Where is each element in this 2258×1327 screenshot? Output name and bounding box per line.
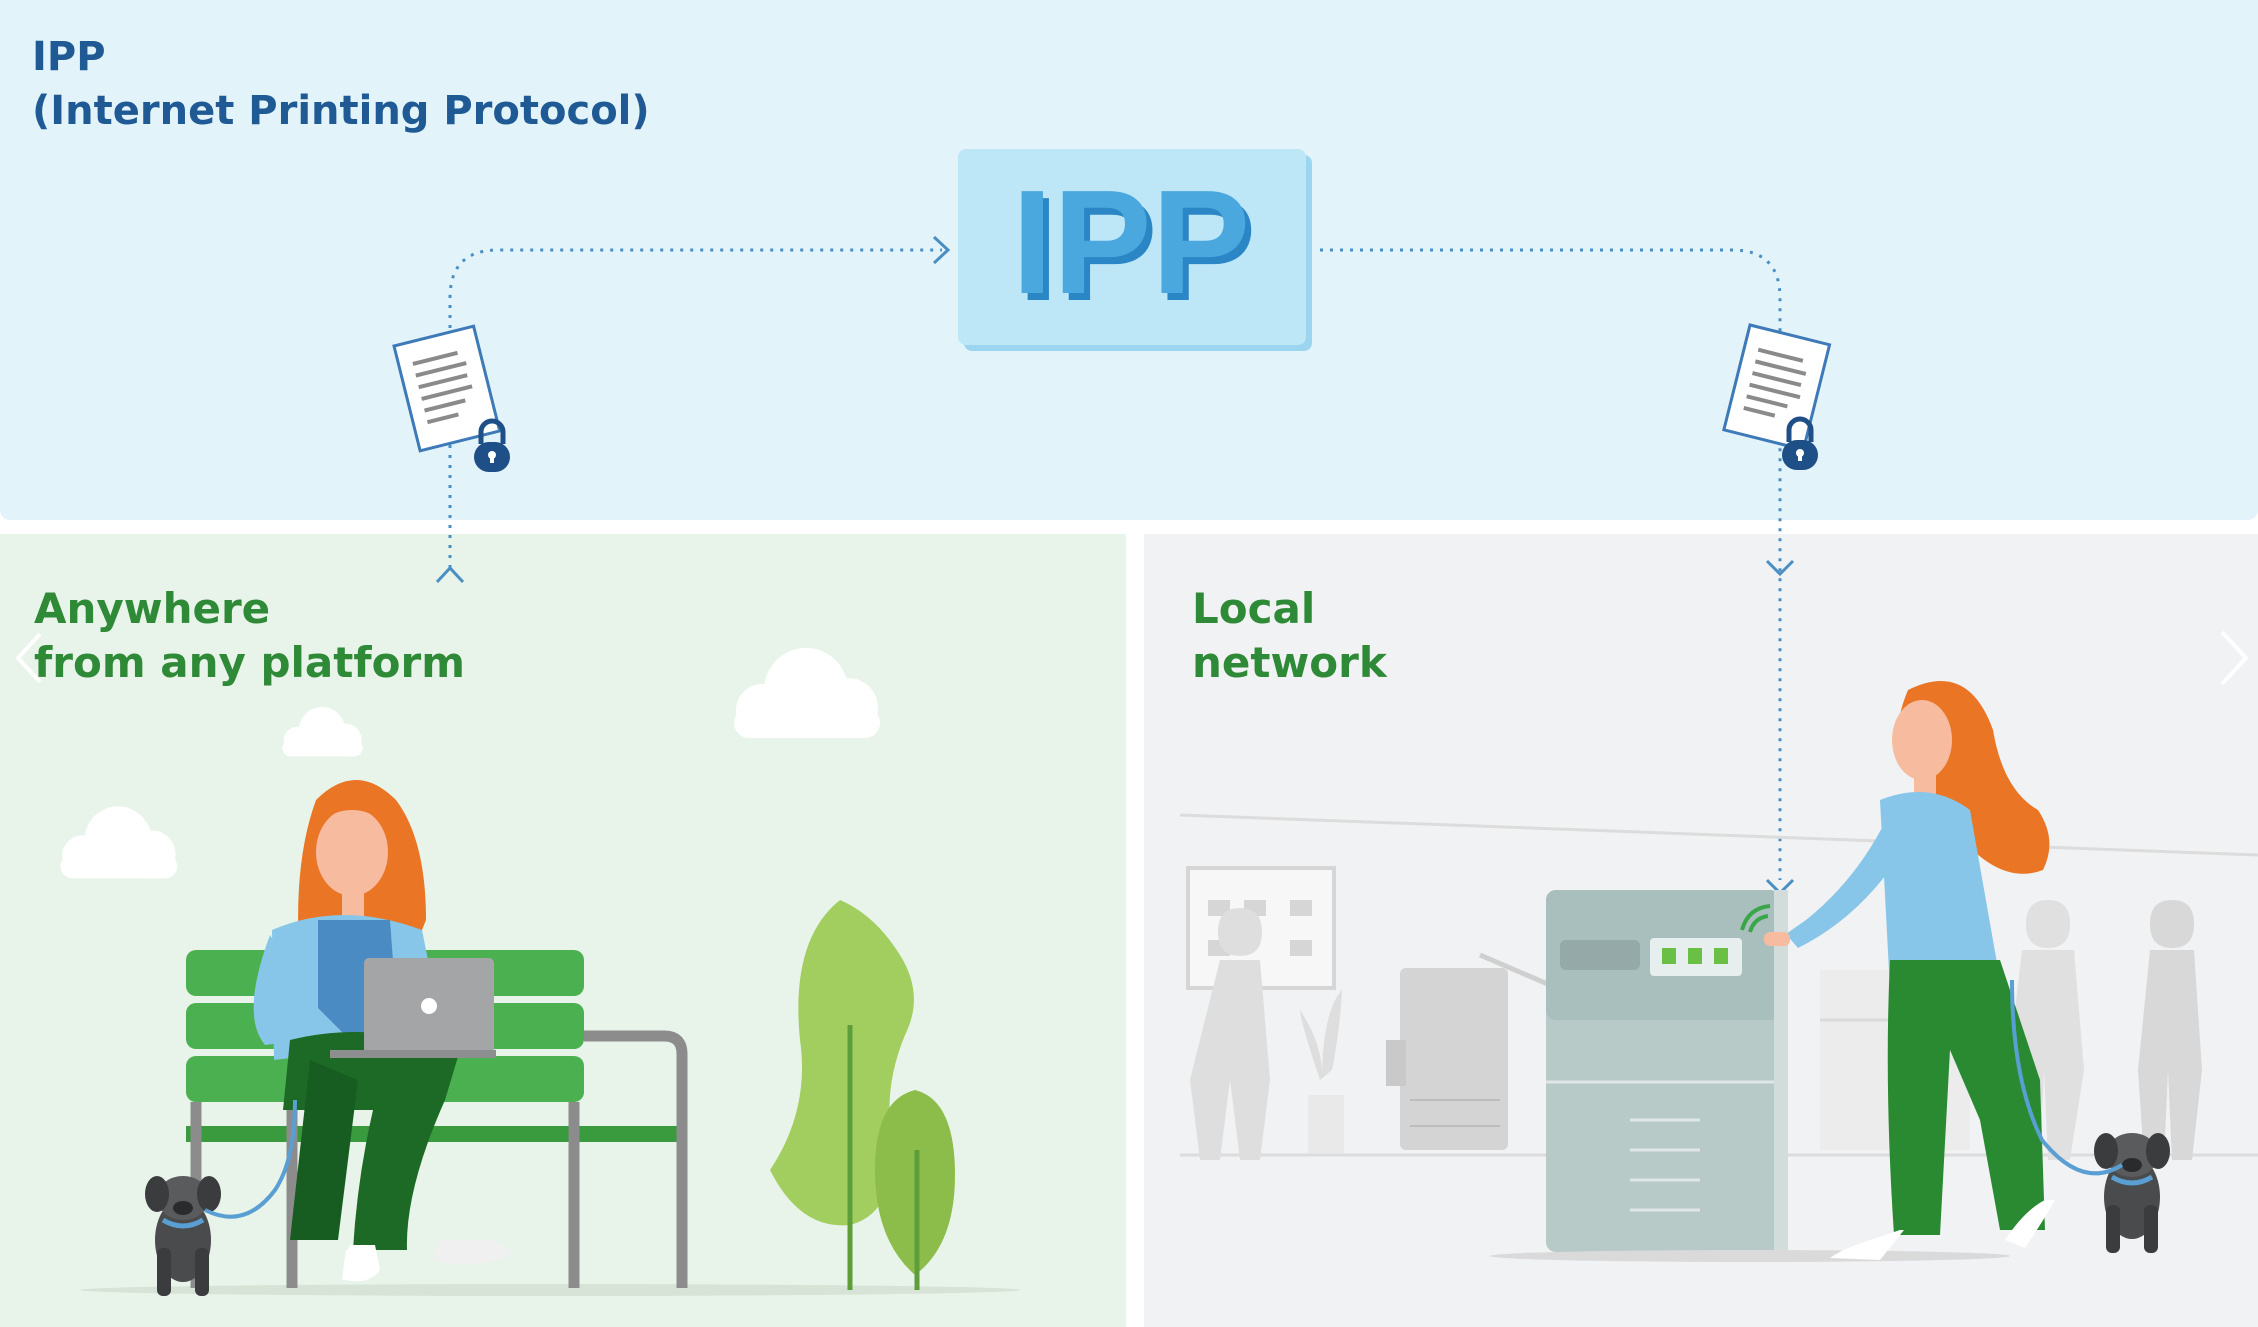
park-scene — [60, 648, 1020, 1296]
flow-arrow-icon — [932, 235, 951, 265]
woman-with-laptop — [253, 780, 514, 1282]
ipp-box-label: IPP — [1012, 160, 1251, 325]
flow-arrow-up-icon — [435, 565, 465, 584]
cloud — [282, 706, 363, 757]
dog — [145, 1176, 221, 1296]
woman-at-printer — [1764, 681, 2055, 1260]
chevron-right-icon[interactable] — [2220, 630, 2249, 686]
locked-document-icon — [1721, 323, 1832, 452]
leash — [204, 1099, 297, 1219]
cloud — [60, 806, 178, 879]
tree — [770, 900, 955, 1290]
download-flow-line — [1320, 248, 1782, 880]
flow-arrow-down-icon — [1765, 559, 1795, 577]
ipp-box-shadow-label: IPP — [1018, 167, 1257, 332]
locked-document-icon — [392, 324, 502, 453]
office-scene — [1179, 681, 2258, 1262]
page-title: IPP (Internet Printing Protocol) — [32, 34, 650, 134]
printer — [1546, 890, 1788, 1252]
anywhere-panel-title: Anywhere from any platform — [34, 584, 465, 687]
chevron-left-icon[interactable] — [15, 632, 42, 684]
local-network-panel-title: Local network — [1192, 584, 1387, 687]
cloud — [734, 648, 880, 738]
leash — [2010, 979, 2124, 1176]
ipp-protocol-box: IPP IPP — [958, 149, 1312, 351]
dog — [2094, 1133, 2170, 1253]
upload-flow-line — [448, 248, 942, 568]
